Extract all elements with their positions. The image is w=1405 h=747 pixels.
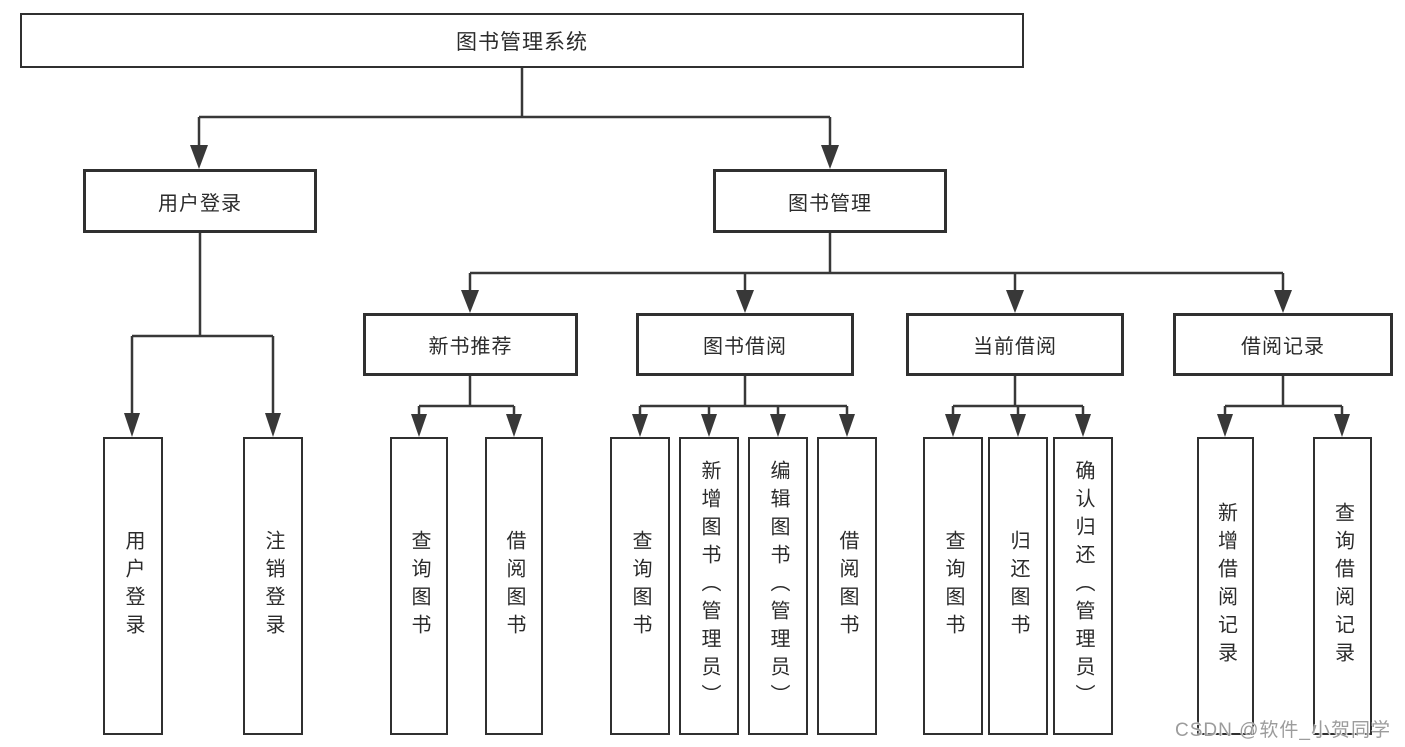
leaf-user-login: 用户登录 <box>103 437 163 735</box>
node-current-borrow: 当前借阅 <box>906 313 1124 376</box>
node-label: 借阅记录 <box>1241 336 1325 358</box>
leaf-label: 新增借阅记录 <box>1214 502 1237 670</box>
leaf-label: 归还图书 <box>1007 530 1029 642</box>
node-label: 图书借阅 <box>703 336 787 358</box>
node-borrow-record: 借阅记录 <box>1173 313 1393 376</box>
node-book-borrow: 图书借阅 <box>636 313 854 376</box>
leaf-borrow-books-recommend: 借阅图书 <box>485 437 543 735</box>
leaf-label: 新增图书（管理员） <box>698 460 720 712</box>
leaf-label: 注销登录 <box>262 530 284 642</box>
leaf-label: 编辑图书（管理员） <box>767 460 789 712</box>
leaf-edit-book-admin: 编辑图书（管理员） <box>748 437 808 735</box>
node-label: 用户登录 <box>158 192 242 215</box>
node-book-management-system: 图书管理系统 <box>20 13 1024 68</box>
leaf-query-borrow-record: 查询借阅记录 <box>1313 437 1372 735</box>
leaf-label: 查询图书 <box>942 530 964 642</box>
leaf-label: 查询图书 <box>629 530 651 642</box>
leaf-query-books-recommend: 查询图书 <box>390 437 448 735</box>
csdn-watermark: CSDN @软件_小贺同学 <box>1175 720 1391 741</box>
node-new-book-recommend: 新书推荐 <box>363 313 578 376</box>
leaf-return-books: 归还图书 <box>988 437 1048 735</box>
leaf-logout: 注销登录 <box>243 437 303 735</box>
leaf-label: 查询借阅记录 <box>1331 502 1354 670</box>
node-label: 图书管理系统 <box>456 30 588 54</box>
leaf-label: 用户登录 <box>122 530 144 642</box>
node-label: 新书推荐 <box>428 336 513 358</box>
node-label: 图书管理 <box>788 192 872 215</box>
node-book-management-group: 图书管理 <box>713 169 947 233</box>
leaf-query-books-borrow: 查询图书 <box>610 437 670 735</box>
node-user-login-group: 用户登录 <box>83 169 317 233</box>
leaf-confirm-return-admin: 确认归还（管理员） <box>1053 437 1113 735</box>
leaf-add-borrow-record: 新增借阅记录 <box>1197 437 1254 735</box>
leaf-query-books-current: 查询图书 <box>923 437 983 735</box>
leaf-label: 确认归还（管理员） <box>1072 460 1094 712</box>
leaf-borrow-books: 借阅图书 <box>817 437 877 735</box>
leaf-label: 借阅图书 <box>836 530 858 642</box>
node-label: 当前借阅 <box>973 336 1057 358</box>
leaf-add-book-admin: 新增图书（管理员） <box>679 437 739 735</box>
leaf-label: 查询图书 <box>408 530 430 642</box>
leaf-label: 借阅图书 <box>503 530 525 642</box>
